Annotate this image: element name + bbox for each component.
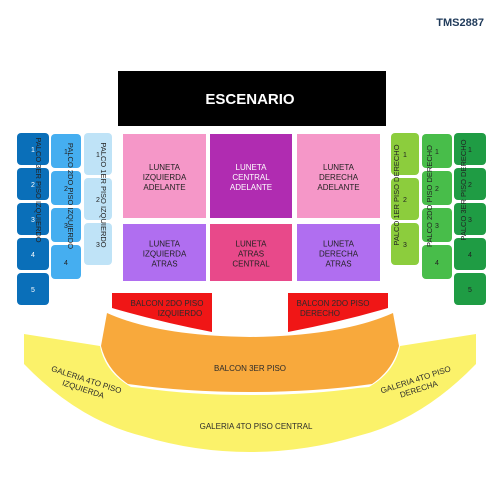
palco-2do-derecho-box-3[interactable] [422,208,452,242]
galeria-4to-piso: GALERIA 4TO PISOIZQUIERDA GALERIA 4TO PI… [24,334,476,452]
stage: ESCENARIO [118,71,386,126]
palco-3er-derecho-num-2: 2 [468,182,472,189]
palco-3er-derecho-num-5: 5 [468,287,472,294]
galeria-izquierda[interactable] [24,334,142,436]
palco-1er-izquierdo-label: PALCO 1ER PISO IZQUIERDO [99,142,108,247]
palco-2do-izquierdo-box-4[interactable] [51,245,81,279]
palco-3er-derecho-box-3[interactable] [454,203,486,235]
stage-label: ESCENARIO [205,91,295,108]
palco-2do-izquierdo-num-2: 2 [64,186,68,193]
palco-3er-izquierdo-box-1[interactable] [17,133,49,165]
palco-2do-derecho-box-1[interactable] [422,134,452,168]
palco-1er-derecho-num-3: 3 [403,242,407,249]
balcon-3er-piso: BALCON 3ER PISO [101,313,399,392]
balcon-2do-derecho[interactable] [288,293,388,332]
palco-2do-derecho-box-4[interactable] [422,245,452,279]
palco-3er-izquierdo-box-3[interactable] [17,203,49,235]
luneta-central-atras[interactable] [210,224,292,281]
luneta-central-adelante[interactable] [210,134,292,218]
palco-3er-derecho-box-2[interactable] [454,168,486,200]
palco-3er-izquierdo-num-5: 5 [31,287,35,294]
palco-1er-derecho-box-1[interactable] [391,133,419,175]
palco-3er-izquierdo-box-2[interactable] [17,168,49,200]
luneta-derecha-adelante[interactable] [297,134,380,218]
palco-3er-derecho-box-5[interactable] [454,273,486,305]
palco-2do-derecho-num-3: 3 [435,223,439,230]
luneta-izquierda-adelante[interactable] [123,134,206,218]
palco-2do-derecho-box-2[interactable] [422,171,452,205]
palco-3er-izquierdo-box-5[interactable] [17,273,49,305]
palco-2do-izquierdo-label: PALCO 2DO PISO IZQUIERDO [66,143,75,249]
palco-2do-izquierdo-num-3: 3 [64,223,68,230]
palco-3er-izquierdo-num-3: 3 [31,217,35,224]
palco-2do-izquierdo-num-1: 1 [64,149,68,156]
palco-3er-izquierdo-num-4: 4 [31,252,35,259]
palco-1er-derecho-num-1: 1 [403,152,407,159]
stage-block [118,71,386,126]
balcon-2do-izquierdo[interactable] [112,293,212,332]
palco-2do-derecho-num-1: 1 [435,149,439,156]
palco-1er-izquierdo-box-1[interactable] [84,133,112,175]
palco-1er-izquierdo-num-2: 2 [96,197,100,204]
palco-2do-derecho-label: PALCO 2DO PISO DERECHO [425,145,434,247]
venue-code: TMS2887 [436,17,484,29]
luneta-izquierda-atras[interactable] [123,224,206,281]
palco-3er-izquierdo-label: PALCO 3ER PISO IZQUIERDO [34,137,43,242]
luneta-derecha-atras[interactable] [297,224,380,281]
palco-3er-derecho-label: PALCO 3ER PISO DERECHO [459,139,468,240]
palco-1er-izquierdo-num-3: 3 [96,242,100,249]
palco-3er-derecho-box-1[interactable] [454,133,486,165]
palco-3er-derecho-box-4[interactable] [454,238,486,270]
palco-2do-izquierdo-num-4: 4 [64,260,68,267]
palco-2do-derecho-num-4: 4 [435,260,439,267]
palco-2do-izquierdo-box-2[interactable] [51,171,81,205]
palco-1er-derecho-num-2: 2 [403,197,407,204]
palco-2do-izquierdo-box-1[interactable] [51,134,81,168]
palco-3er-izquierdo-num-2: 2 [31,182,35,189]
palco-3er-derecho-num-3: 3 [468,217,472,224]
palco-2do-izquierdo-box-3[interactable] [51,208,81,242]
palco-1er-izquierdo-box-3[interactable] [84,223,112,265]
palco-2do-derecho-num-2: 2 [435,186,439,193]
palco-1er-izquierdo-box-2[interactable] [84,178,112,220]
balcon-3er-piso-label: BALCON 3ER PISO [214,364,286,373]
galeria-central-label: GALERIA 4TO PISO CENTRAL [200,422,313,431]
galeria-central[interactable] [142,388,358,452]
palco-1er-derecho-box-3[interactable] [391,223,419,265]
palco-3er-izquierdo-box-4[interactable] [17,238,49,270]
palco-1er-derecho-box-2[interactable] [391,178,419,220]
palco-3er-derecho-num-1: 1 [468,147,472,154]
palco-3er-izquierdo-num-1: 1 [31,147,35,154]
galeria-derecha[interactable] [358,334,476,436]
balcon-3er-piso-block[interactable] [101,313,399,392]
palco-1er-derecho-label: PALCO 1ER PISO DERECHO [392,144,401,245]
palco-3er-derecho-num-4: 4 [468,252,472,259]
palco-1er-izquierdo-num-1: 1 [96,152,100,159]
